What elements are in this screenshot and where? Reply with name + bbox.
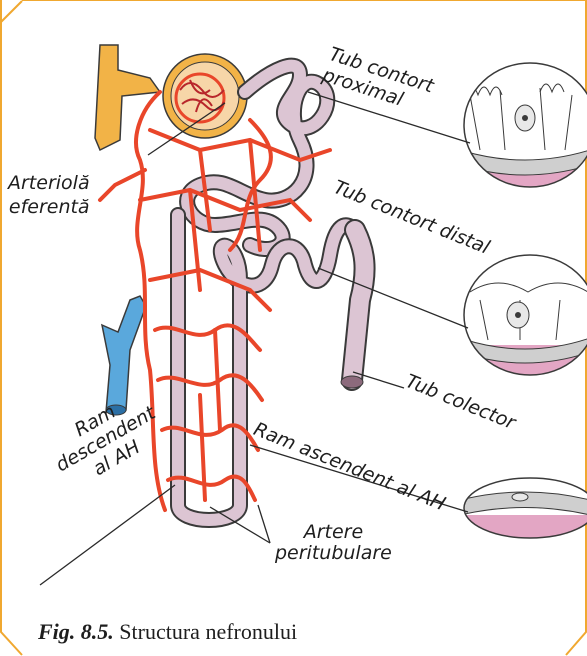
histology-ascending bbox=[460, 475, 587, 545]
histology-distal bbox=[460, 255, 587, 385]
glomerulus bbox=[163, 54, 247, 138]
caption-text: Structura nefronului bbox=[119, 619, 297, 644]
label-artere-peritubulare: Artere peritubulare bbox=[275, 522, 392, 565]
histology-proximal bbox=[460, 60, 587, 200]
frame-corner-tl bbox=[1, 1, 22, 22]
figure-caption: Fig. 8.5. Structura nefronului bbox=[38, 619, 297, 645]
caption-number: Fig. 8.5. bbox=[38, 619, 114, 644]
label-arteriola-eferenta: Arteriolă eferentă bbox=[8, 172, 90, 220]
afferent-artery-trunk bbox=[95, 45, 160, 150]
collecting-duct-opening bbox=[341, 376, 363, 388]
